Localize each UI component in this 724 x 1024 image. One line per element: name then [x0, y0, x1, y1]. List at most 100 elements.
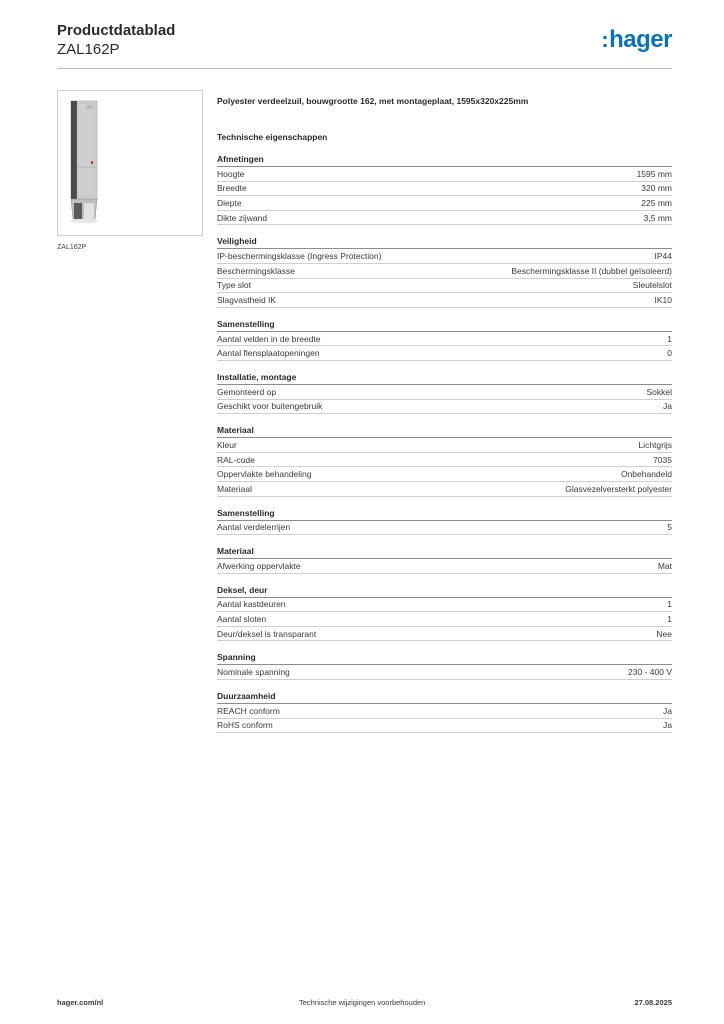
property-value: 5	[667, 522, 672, 533]
property-row: Nominale spanning 230 - 400 V	[217, 665, 672, 681]
property-label: RAL-code	[217, 454, 255, 465]
document-title: Productdatablad	[57, 22, 176, 39]
footer-date: 27.08.2025	[634, 998, 672, 1007]
product-image	[70, 100, 98, 223]
property-value: IP44	[654, 251, 673, 262]
property-row: Oppervlakte behandeling Onbehandeld	[217, 467, 672, 482]
property-value: Mat	[657, 560, 672, 571]
property-value: Sokkel	[646, 386, 672, 397]
section-title: Materiaal	[217, 424, 672, 439]
hager-logo: :hager	[601, 26, 672, 53]
property-row: Kleur Lichtgrijs	[217, 438, 672, 453]
property-row: Aantal velden in de breedte 1	[217, 332, 672, 347]
property-value: Ja	[663, 705, 672, 716]
property-label: Breedte	[217, 183, 247, 194]
product-image-caption: ZAL162P	[57, 244, 87, 251]
property-label: Afwerking oppervlakte	[217, 560, 301, 571]
property-row: Aantal verdelerrijen 5	[217, 521, 672, 536]
section-title: Installatie, montage	[217, 371, 672, 385]
property-label: Dikte zijwand	[217, 212, 268, 223]
section-title: Deksel, deur	[217, 584, 672, 598]
property-value: Ja	[663, 401, 672, 412]
property-value: 230 - 400 V	[628, 667, 672, 678]
property-label: IP-beschermingsklasse (Ingress Protectio…	[217, 251, 382, 262]
property-row: IP-beschermingsklasse (Ingress Protectio…	[217, 249, 672, 264]
property-value: 7035	[653, 454, 672, 465]
section-title: Samenstelling	[217, 507, 672, 521]
property-row: Aantal flensplaatopeningen 0	[217, 346, 672, 361]
property-value: Lichtgrijs	[638, 439, 672, 450]
property-row: Slagvastheid IK IK10	[217, 293, 672, 308]
property-label: Nominale spanning	[217, 667, 290, 678]
property-label: Aantal kastdeuren	[217, 599, 286, 610]
header-divider	[57, 68, 672, 69]
property-value: 1	[667, 614, 672, 625]
property-value: Onbehandeld	[620, 469, 672, 480]
property-value: Sleutelslot	[632, 280, 672, 291]
section-title: Veiligheid	[217, 235, 672, 250]
property-label: REACH conform	[217, 705, 280, 716]
property-label: Oppervlakte behandeling	[217, 469, 312, 480]
document-header: Productdatablad ZAL162P	[57, 22, 175, 59]
property-label: Aantal sloten	[217, 614, 267, 625]
property-row: Afwerking oppervlakte Mat	[217, 559, 672, 574]
product-description: Polyester verdeelzuil, bouwgrootte 162, …	[217, 96, 529, 106]
product-code: ZAL162P	[57, 41, 120, 58]
property-row: Aantal sloten 1	[217, 612, 672, 627]
property-value: 320 mm	[641, 183, 672, 194]
section-title: Spanning	[217, 651, 672, 666]
property-value: 0	[667, 348, 672, 359]
property-label: Type slot	[217, 280, 252, 291]
property-label: Deur/deksel is transparant	[217, 628, 317, 639]
property-row: RAL-code 7035	[217, 453, 672, 468]
product-content: Polyester verdeelzuil, bouwgrootte 162, …	[217, 95, 672, 743]
property-row: Type slot Sleutelslot	[217, 279, 672, 294]
logo-text: hager	[609, 26, 672, 53]
property-row: Hoogte 1595 mm	[217, 167, 672, 182]
property-row: Breedte 320 mm	[217, 182, 672, 197]
property-label: Slagvastheid IK	[217, 294, 277, 305]
footer-website: hager.com/nl	[57, 998, 104, 1007]
property-row: REACH conform Ja	[217, 704, 672, 719]
property-label: Aantal flensplaatopeningen	[217, 348, 320, 359]
property-label: Materiaal	[217, 483, 252, 494]
section-title: Materiaal	[217, 545, 672, 560]
property-label: Hoogte	[217, 168, 245, 179]
property-label: Aantal verdelerrijen	[217, 522, 291, 533]
property-value: Beschermingsklasse II (dubbel geïsoleerd…	[511, 265, 672, 276]
tech-properties-heading: Technische eigenschappen	[217, 132, 328, 142]
property-label: Beschermingsklasse	[217, 265, 295, 276]
footer-notice: Technische wijzigingen voorbehouden	[299, 998, 426, 1007]
property-value: 225 mm	[641, 197, 672, 208]
property-label: Geschikt voor buitengebruik	[217, 401, 323, 412]
section-title: Afmetingen	[217, 153, 672, 167]
property-value: IK10	[654, 294, 673, 305]
property-value: 1595 mm	[636, 168, 672, 179]
property-row: Geschikt voor buitengebruik Ja	[217, 400, 672, 415]
property-value: 1	[667, 333, 672, 344]
property-label: Gemonteerd op	[217, 386, 277, 397]
property-value: Ja	[663, 720, 672, 731]
product-image-frame	[57, 90, 203, 236]
property-label: Aantal velden in de breedte	[217, 333, 321, 344]
section-title: Duurzaamheid	[217, 690, 672, 705]
property-label: Kleur	[217, 439, 237, 450]
section-title: Samenstelling	[217, 318, 672, 332]
property-row: Beschermingsklasse Beschermingsklasse II …	[217, 264, 672, 279]
